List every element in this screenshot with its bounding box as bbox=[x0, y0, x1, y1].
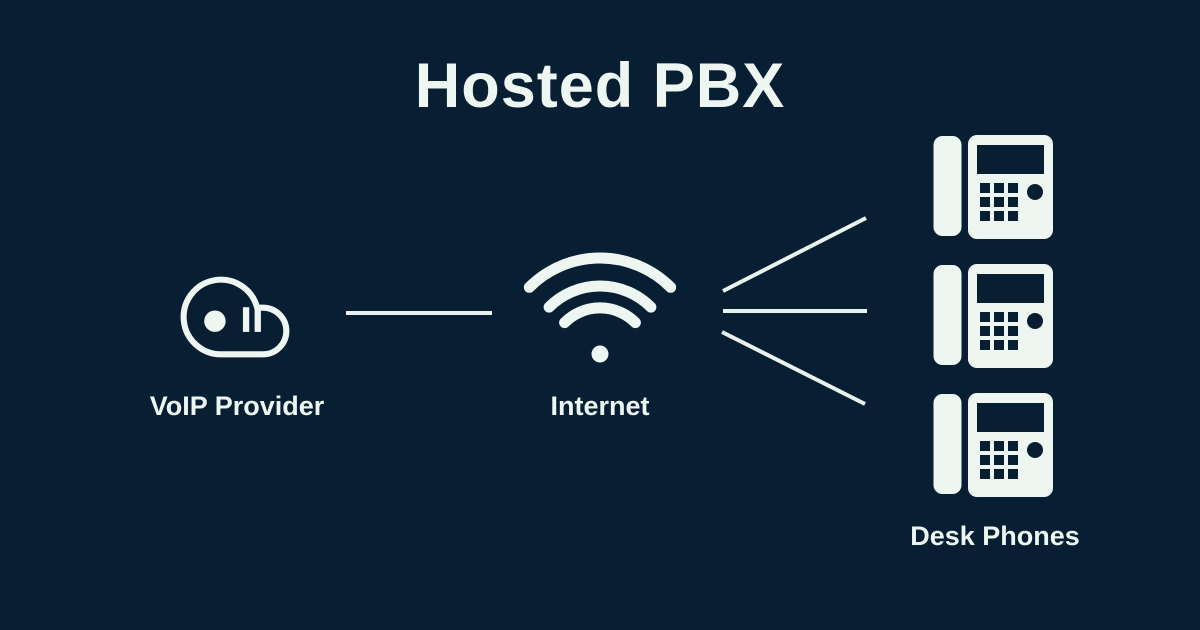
phone-screen bbox=[977, 403, 1044, 432]
handset bbox=[933, 394, 962, 494]
record-dot bbox=[204, 310, 226, 332]
line-internet-to-phone-3 bbox=[721, 330, 866, 406]
handset bbox=[933, 265, 962, 365]
cloud-pause-icon bbox=[180, 276, 290, 358]
diagram-title: Hosted PBX bbox=[414, 51, 786, 121]
wifi-icon bbox=[523, 252, 677, 363]
speaker-button bbox=[1027, 184, 1043, 200]
keypad bbox=[980, 312, 1018, 350]
desk-phones-label: Desk Phones bbox=[910, 521, 1080, 551]
desk-phone-icon bbox=[933, 264, 1053, 368]
keypad bbox=[980, 441, 1018, 479]
phone-screen bbox=[977, 274, 1044, 303]
pause-bar-left bbox=[242, 307, 250, 332]
phone-screen bbox=[977, 145, 1044, 174]
handset bbox=[933, 136, 962, 236]
desk-phone-icon bbox=[933, 135, 1053, 239]
desk-phone-icon bbox=[933, 393, 1053, 497]
line-internet-to-phone-1 bbox=[722, 216, 867, 293]
keypad bbox=[980, 183, 1018, 221]
speaker-button bbox=[1027, 313, 1043, 329]
speaker-button bbox=[1027, 442, 1043, 458]
voip-provider-label: VoIP Provider bbox=[149, 391, 325, 421]
internet-label: Internet bbox=[550, 391, 650, 421]
pause-bar-right bbox=[254, 307, 261, 332]
